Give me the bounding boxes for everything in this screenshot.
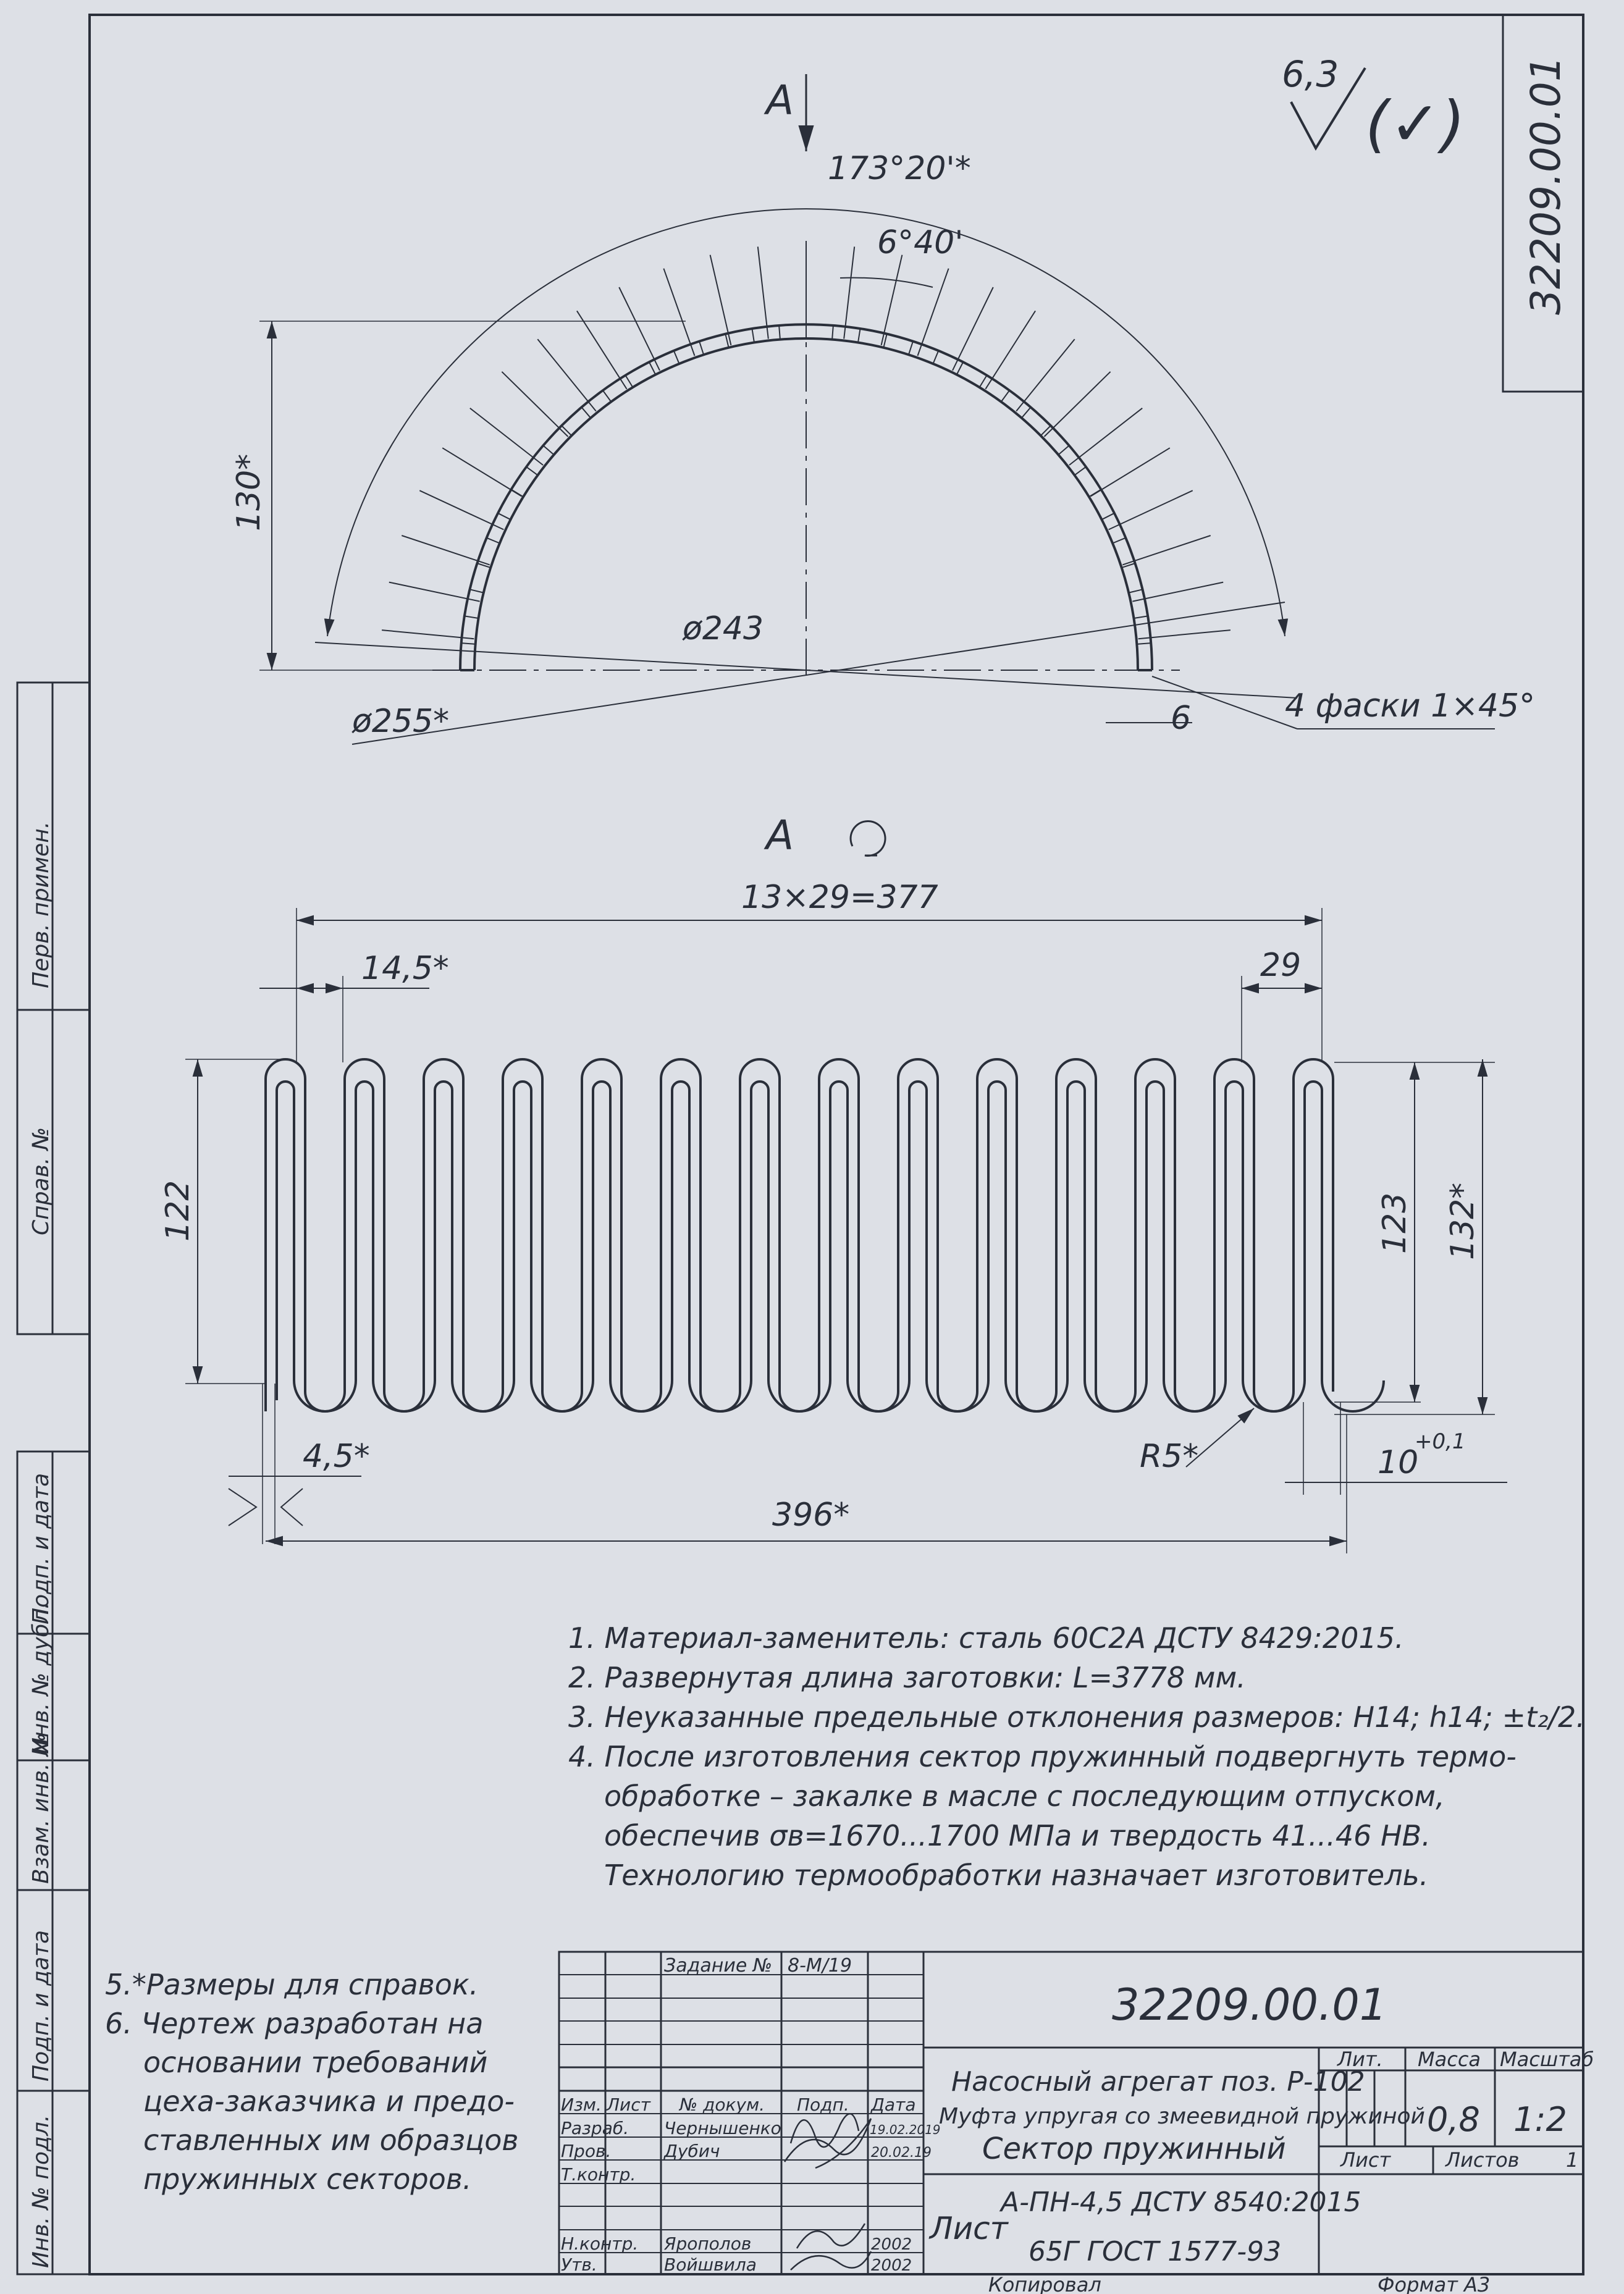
ref-note-6c: цеха-заказчика и предо- <box>143 2085 515 2118</box>
tb-copied: Копировал <box>988 2273 1101 2294</box>
ref-note-6a: 6. Чертеж разработан на <box>105 2007 484 2040</box>
side-label-replace-inv: Взам. инв. № <box>28 1733 54 1884</box>
tb-row-check: Пров. <box>561 2141 611 2161</box>
tb-hdr-sign: Подп. <box>797 2094 849 2115</box>
dim-length: 396* <box>772 1497 849 1534</box>
roughness-check-icon <box>1290 67 1366 151</box>
tb-row-check-date: 20.02.19 <box>871 2145 932 2161</box>
tb-row-ncontrol: Н.контр. <box>561 2233 638 2254</box>
tb-task-label: Задание № <box>664 1955 772 1977</box>
tb-row-approve-date: 2002 <box>871 2256 912 2275</box>
tb-row-ncontrol-date: 2002 <box>871 2235 912 2254</box>
tb-row-approve-name: Войшвила <box>664 2254 757 2275</box>
signature-develop <box>789 2113 860 2148</box>
ref-note-5: 5.*Размеры для справок. <box>105 1968 479 2001</box>
signature-ncontrol <box>796 2223 866 2249</box>
roughness-symbol: (✓) <box>1365 88 1465 160</box>
tb-doc-code: 32209.00.01 <box>1112 1980 1387 2030</box>
note-4d: Технологию термообработки назначает изго… <box>604 1859 1429 1892</box>
ref-note-6d: ставленных им образцов <box>143 2124 519 2157</box>
tb-row-ncontrol-name: Ярополов <box>663 2233 751 2254</box>
corner-code-box <box>1502 14 1584 393</box>
note-4a: 4. После изготовления сектор пружинный п… <box>568 1740 1517 1773</box>
dim-dia-243: ø243 <box>682 610 764 647</box>
corner-code: 32209.00.01 <box>1522 56 1570 315</box>
title-block <box>558 1951 1584 2275</box>
dim-h-122: 122 <box>159 1180 196 1242</box>
dim-dia-255: ø255* <box>351 703 449 740</box>
tb-task-value: 8-М/19 <box>788 1955 852 1977</box>
view-label-section: А <box>764 812 794 859</box>
tb-material-prefix: Лист <box>928 2211 1009 2246</box>
tb-row-develop-name: Чернышенко <box>664 2118 781 2138</box>
ref-note-6b: основании требований <box>143 2046 488 2079</box>
dim-wire: 4,5* <box>303 1438 370 1475</box>
tb-row-check-name: Дубич <box>663 2141 720 2161</box>
sheet-frame <box>88 14 1584 2275</box>
tb-sheets-label: Листов <box>1445 2148 1520 2172</box>
tb-title-line2: Муфта упругая со змеевидной пружиной <box>939 2104 1425 2129</box>
tb-hdr-sheet: Лист <box>606 2094 651 2115</box>
sector-top-view <box>324 208 1289 676</box>
tb-scale-value: 1:2 <box>1513 2100 1567 2139</box>
tb-row-approve: Утв. <box>561 2254 597 2275</box>
view-label-top: А <box>764 77 794 124</box>
side-label-ref-no: Справ. № <box>28 1127 54 1235</box>
dim-h-132: 132* <box>1444 1183 1481 1260</box>
dim-chamfer: 4 фаски 1×45° <box>1285 687 1535 725</box>
tb-material-line2: 65Г ГОСТ 1577-93 <box>1029 2236 1281 2267</box>
reference-notes: 5.*Размеры для справок. 6. Чертеж разраб… <box>105 1965 574 2199</box>
tb-row-develop-date: 19.02.2019 <box>870 2122 941 2137</box>
ref-note-6e: пружинных секторов. <box>143 2162 472 2196</box>
tb-hdr-date: Дата <box>870 2094 916 2115</box>
technical-notes: 1. Материал-заменитель: сталь 60С2А ДСТУ… <box>568 1618 1585 1895</box>
dim-6: 6 <box>1171 700 1191 737</box>
tb-title-line1: Насосный агрегат поз. Р-102 <box>951 2066 1365 2098</box>
dim-span: 13×29=377 <box>741 879 938 916</box>
signature-check <box>783 2118 872 2169</box>
note-1: 1. Материал-заменитель: сталь 60С2А ДСТУ… <box>568 1621 1404 1655</box>
side-label-first-use: Перв. примен. <box>28 821 54 988</box>
tb-row-develop: Разраб. <box>561 2118 629 2138</box>
side-label-dup-inv: Инв. № дубл. <box>28 1602 54 1754</box>
side-stamp <box>16 681 91 2275</box>
note-4c: обеспечив σв=1670...1700 МПа и твердость… <box>604 1819 1431 1852</box>
dim-pitch-half: 14,5* <box>361 950 449 987</box>
tb-mass-label: Масса <box>1418 2048 1481 2071</box>
tb-lit-label: Лит. <box>1337 2048 1383 2071</box>
dim-angle-total: 173°20'* <box>828 150 971 187</box>
dim-angle-step: 6°40' <box>877 224 964 261</box>
tb-material-line1: А-ПН-4,5 ДСТУ 8540:2015 <box>999 2187 1361 2218</box>
rotate-view-icon <box>849 820 886 857</box>
tb-mass-value: 0,8 <box>1427 2100 1480 2139</box>
dim-h-123: 123 <box>1376 1193 1413 1254</box>
tb-hdr-change: Изм. <box>561 2094 602 2115</box>
signature-approve <box>790 2251 872 2271</box>
tb-sheets-value: 1 <box>1566 2148 1578 2172</box>
note-2: 2. Развернутая длина заготовки: L=3778 м… <box>568 1661 1246 1694</box>
serpentine-spring <box>264 1058 1385 1413</box>
dim-tol-10-sup: +0,1 <box>1415 1429 1466 1454</box>
side-label-orig-inv: Инв. № подл. <box>28 2114 54 2268</box>
tb-format: Формат А3 <box>1378 2273 1490 2294</box>
tb-title-line3: Сектор пружинный <box>982 2132 1286 2166</box>
dim-radius: R5* <box>1140 1438 1198 1475</box>
tb-row-tcontrol: Т.контр. <box>561 2164 636 2185</box>
note-4b: обработке – закалке в масле с последующи… <box>604 1779 1445 1813</box>
tb-scale-label: Масштаб <box>1500 2048 1594 2071</box>
dim-pitch: 29 <box>1260 947 1301 984</box>
dim-tol-10: 10 <box>1378 1444 1418 1481</box>
note-3: 3. Неуказанные предельные отклонения раз… <box>568 1700 1585 1734</box>
roughness-value: 6,3 <box>1282 53 1339 95</box>
side-label-sign-date-2: Подп. и дата <box>28 1930 54 2082</box>
dim-height-130: 130* <box>230 454 267 531</box>
tb-sheet-label: Лист <box>1340 2148 1391 2172</box>
tb-hdr-docnum: № докум. <box>678 2094 765 2115</box>
